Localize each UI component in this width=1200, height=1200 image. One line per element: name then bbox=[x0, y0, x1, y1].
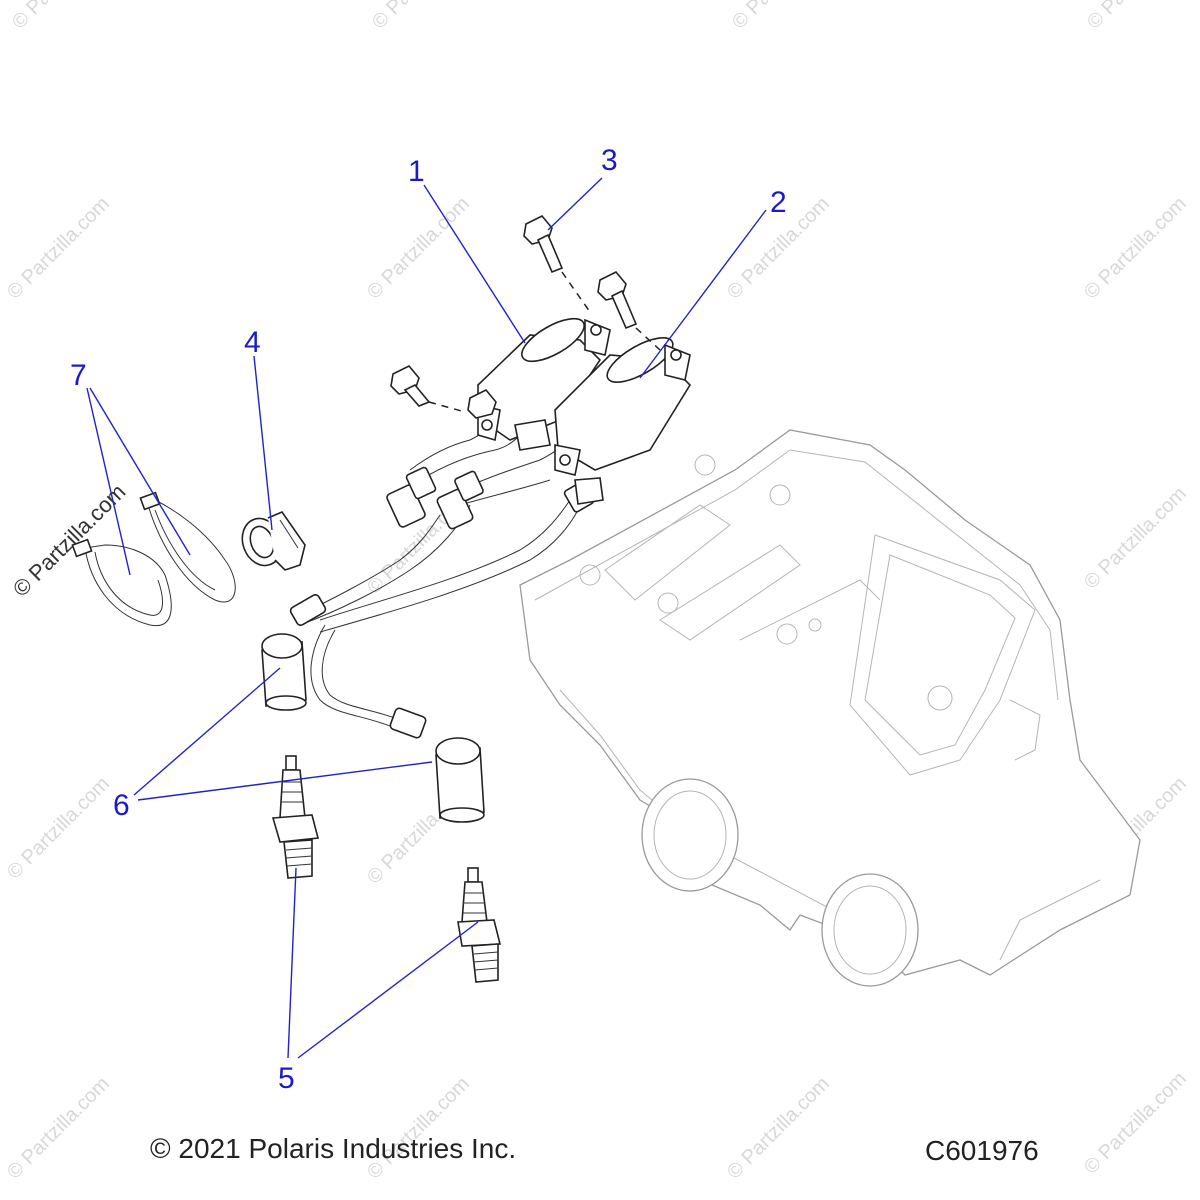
callout-6: 6 bbox=[113, 789, 130, 822]
watermark: © Partzilla.com bbox=[3, 1073, 114, 1184]
callout-7: 7 bbox=[70, 359, 87, 392]
leader-line-6b bbox=[137, 761, 433, 801]
watermark: © Partzilla.com bbox=[3, 773, 114, 884]
callout-1: 1 bbox=[408, 155, 425, 188]
watermark: © Partzilla.com bbox=[1080, 193, 1191, 304]
callout-labels: 1 2 3 4 5 6 7 bbox=[70, 144, 787, 1095]
screws-illustration bbox=[390, 215, 661, 419]
diagram-code: C601976 bbox=[925, 1135, 1039, 1166]
copyright-text: © 2021 Polaris Industries Inc. bbox=[150, 1133, 516, 1164]
callout-4: 4 bbox=[244, 326, 261, 359]
leader-line-2 bbox=[639, 209, 767, 379]
watermark: © Partzilla.com bbox=[1080, 1068, 1191, 1179]
callout-2: 2 bbox=[770, 186, 787, 219]
clamp-illustration bbox=[241, 511, 306, 571]
leader-line-5a bbox=[287, 867, 297, 1059]
leader-line-1 bbox=[423, 184, 526, 344]
ignition-coil-1-illustration bbox=[477, 317, 611, 451]
watermark: © Partzilla.com bbox=[363, 1073, 474, 1184]
airbox-illustration bbox=[519, 429, 1141, 987]
watermark: © Partzilla.com bbox=[728, 0, 839, 34]
leader-line-7b bbox=[89, 387, 191, 556]
leader-line-3 bbox=[547, 177, 603, 231]
watermark: © Partzilla.com bbox=[3, 193, 114, 304]
leader-lines bbox=[86, 177, 767, 1059]
watermark: © Partzilla.com bbox=[363, 193, 474, 304]
cable-ties-illustration bbox=[71, 491, 236, 627]
watermark: © Partzilla.com bbox=[368, 0, 479, 34]
spark-plugs-illustration bbox=[271, 755, 502, 983]
leader-line-6a bbox=[133, 667, 281, 796]
leader-line-4 bbox=[253, 355, 273, 531]
callout-5: 5 bbox=[278, 1062, 295, 1095]
callout-3: 3 bbox=[601, 144, 618, 177]
leader-line-7a bbox=[86, 387, 131, 576]
watermark: © Partzilla.com bbox=[1080, 483, 1191, 594]
watermark: © Partzilla.com bbox=[1083, 0, 1194, 34]
plug-boots-illustration bbox=[261, 633, 485, 823]
ignition-coil-2-illustration bbox=[554, 337, 692, 505]
watermark: © Partzilla.com bbox=[8, 0, 119, 34]
leader-line-5b bbox=[297, 921, 479, 1059]
watermark: © Partzilla.com bbox=[723, 1073, 834, 1184]
